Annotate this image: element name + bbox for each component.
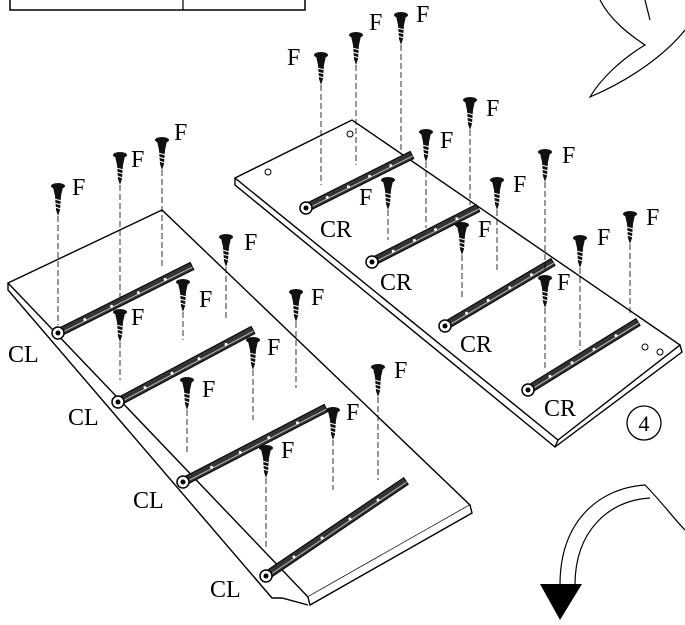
- screw-label: F: [346, 400, 359, 426]
- left-slides: [51, 261, 409, 583]
- screw-label: F: [244, 230, 257, 256]
- left-slide-3: [259, 476, 409, 583]
- screw-icon: [537, 148, 553, 183]
- screw-label: F: [199, 287, 212, 313]
- screw-icon: [572, 234, 588, 269]
- left-panel: [6, 209, 473, 607]
- right-slide-2: [438, 257, 556, 333]
- screw-label: F: [646, 205, 659, 231]
- screw-icon: [418, 128, 434, 163]
- screw-label: F: [287, 45, 300, 71]
- left-slide-2: [176, 403, 329, 489]
- screw-icon: [112, 151, 128, 186]
- screw-label: F: [562, 143, 575, 169]
- right-slide-label: CR: [544, 396, 576, 422]
- screw-label: F: [281, 438, 294, 464]
- right-slide-0: [299, 150, 415, 215]
- screw-icon: [218, 233, 234, 268]
- left-slide-label: CL: [133, 488, 164, 514]
- screw-label: F: [557, 270, 570, 296]
- screw-icon: [622, 210, 638, 245]
- labels: F F F F F F F F F F F F F F F F F F F F F F F F CL CL CL CL CR CR CR CR: [8, 2, 659, 603]
- screw-label: F: [416, 2, 429, 28]
- left-slide-1: [111, 325, 256, 409]
- right-slide-label: CR: [460, 332, 492, 358]
- left-slide-label: CL: [210, 577, 241, 603]
- right-slide-1: [365, 203, 481, 269]
- screw-icon: [154, 136, 170, 171]
- left-slide-label: CL: [68, 405, 99, 431]
- left-slide-label: CL: [8, 342, 39, 368]
- screw-label: F: [394, 358, 407, 384]
- step-number: 4: [639, 411, 650, 436]
- screw-label: F: [72, 175, 85, 201]
- screw-icon: [393, 11, 409, 46]
- rotate-arrow-bottom-icon: [540, 484, 685, 620]
- screw-label: F: [131, 147, 144, 173]
- right-slide-label: CR: [380, 270, 412, 296]
- screw-icon: [489, 176, 505, 211]
- right-slide-label: CR: [320, 217, 352, 243]
- screw-icon: [462, 96, 478, 131]
- screw-icon: [288, 288, 304, 323]
- screw-label: F: [369, 10, 382, 36]
- screw-label: F: [486, 96, 499, 122]
- screw-label: F: [267, 335, 280, 361]
- parts-table-fragment: [9, 0, 306, 11]
- step-number-badge: 4: [626, 405, 662, 441]
- screw-label: F: [597, 225, 610, 251]
- screw-label: F: [478, 217, 491, 243]
- screws: [50, 11, 638, 548]
- screw-label: F: [174, 120, 187, 146]
- right-slide-3: [521, 317, 641, 397]
- left-slide-0: [51, 261, 195, 340]
- screw-label: F: [311, 285, 324, 311]
- screw-icon: [370, 363, 386, 398]
- screw-label: F: [359, 185, 372, 211]
- rotate-arrow-top-icon: [588, 0, 685, 99]
- right-slides: [299, 150, 641, 397]
- screw-icon: [313, 51, 329, 86]
- screw-label: F: [513, 172, 526, 198]
- screw-icon: [348, 31, 364, 66]
- screw-label: F: [131, 305, 144, 331]
- screw-label: F: [440, 128, 453, 154]
- screw-icon: [50, 182, 66, 217]
- screw-label: F: [202, 377, 215, 403]
